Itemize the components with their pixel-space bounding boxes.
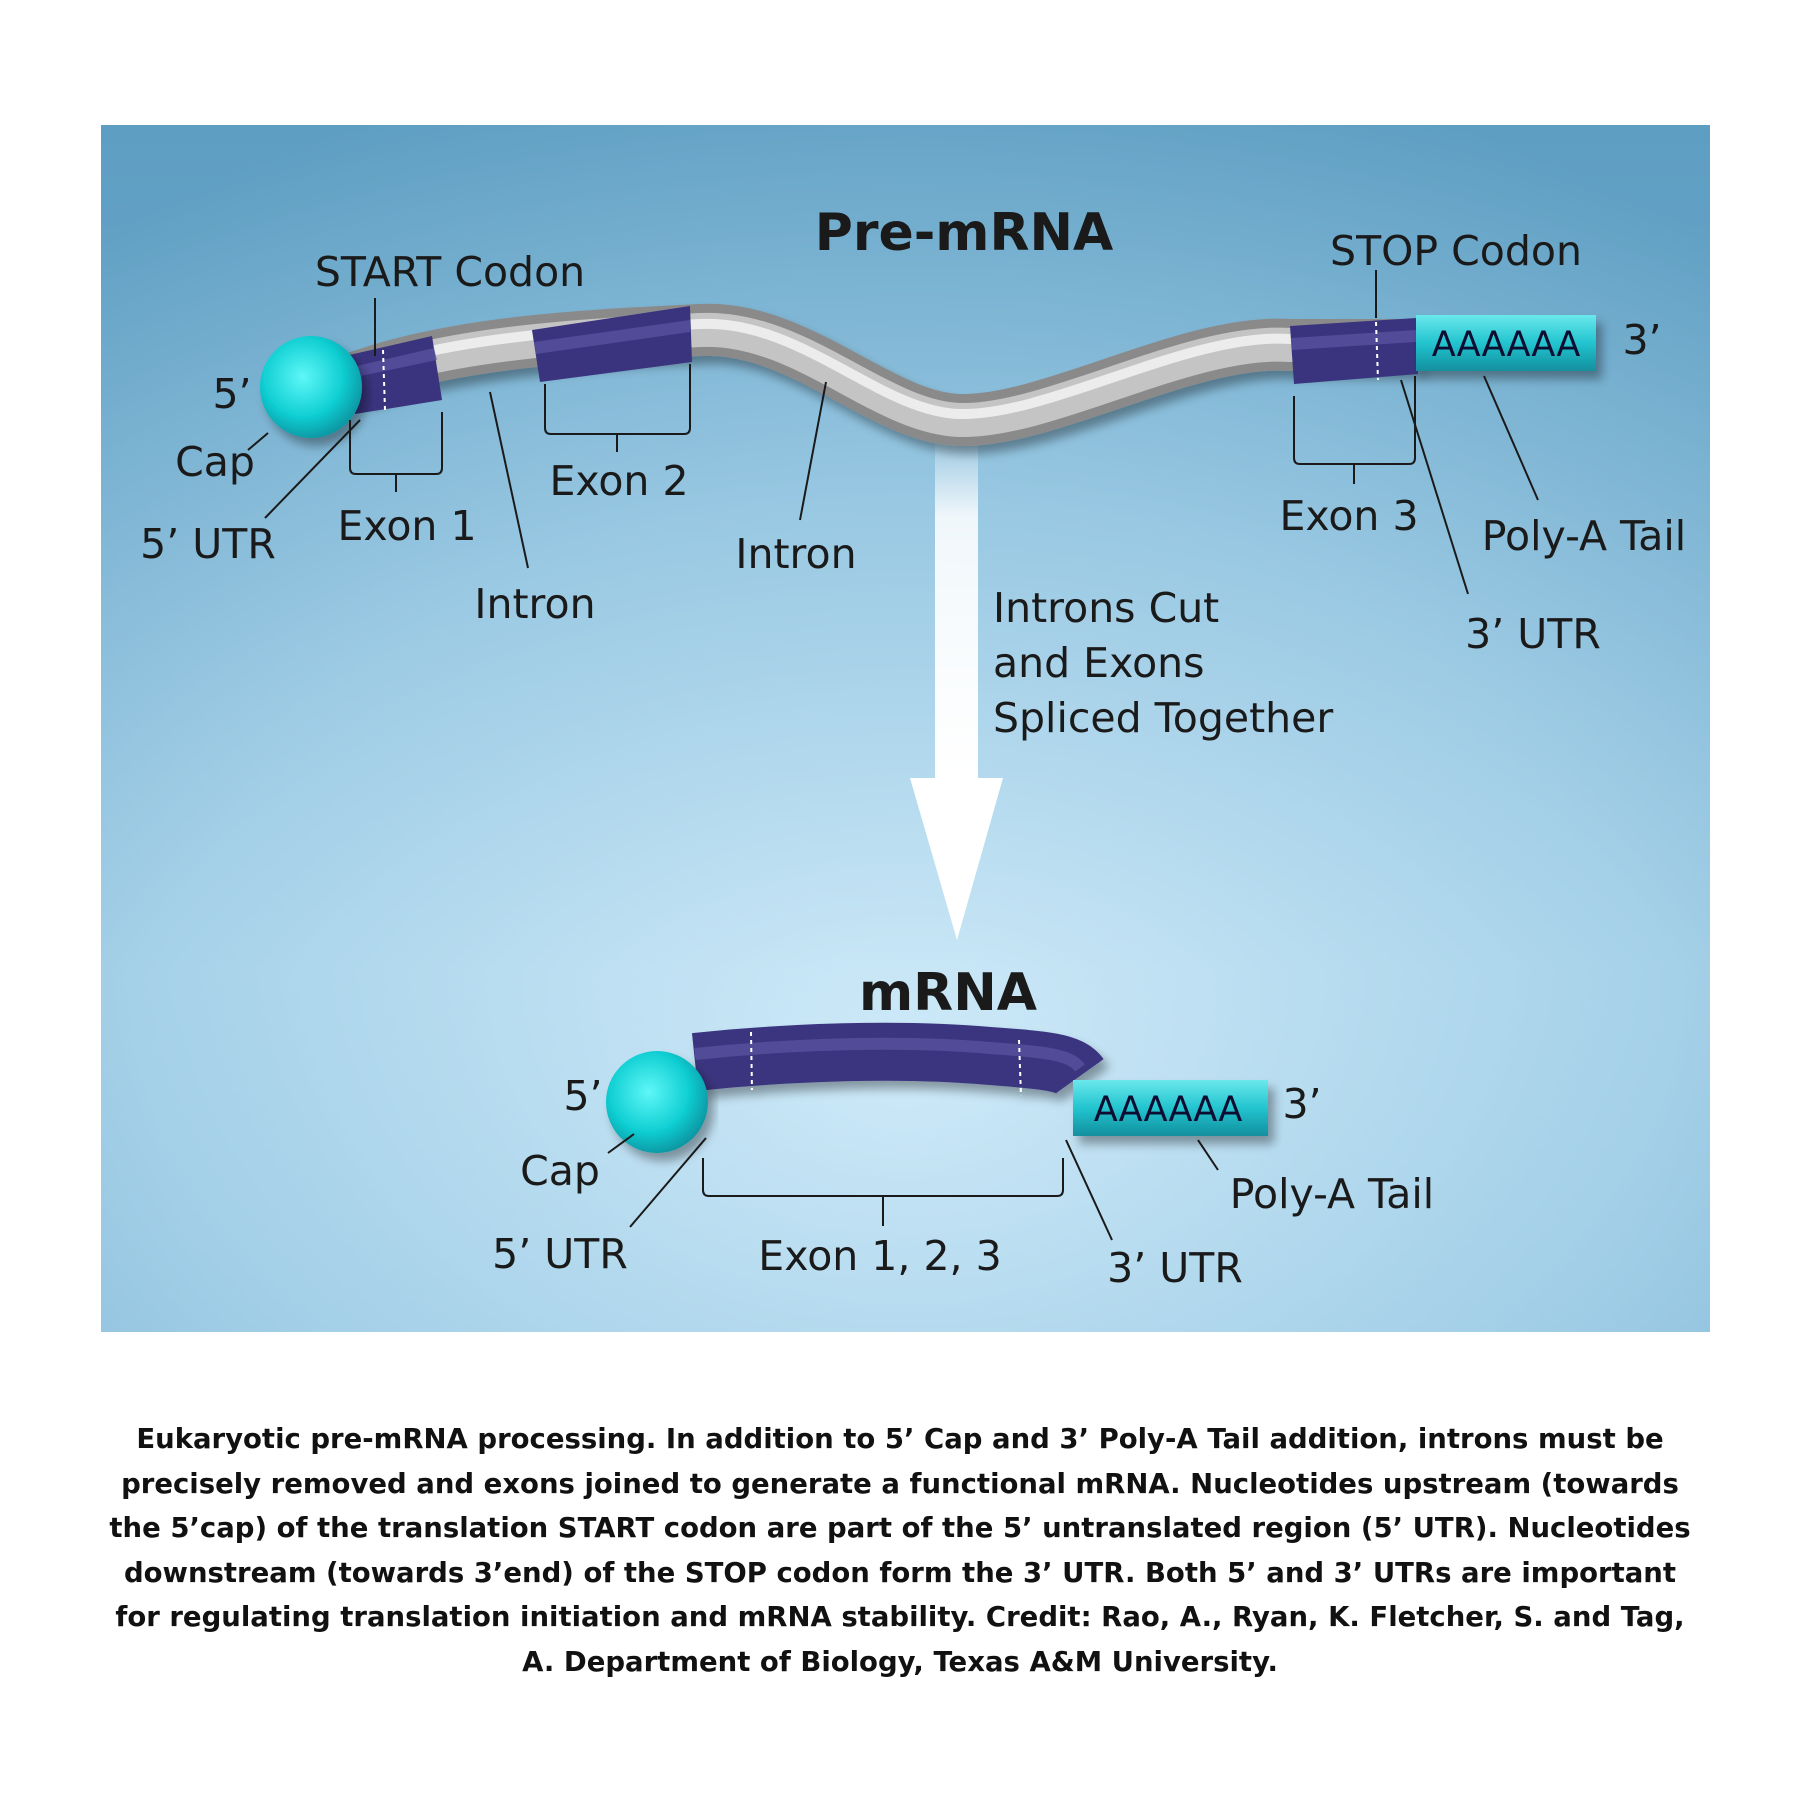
mrna-annotation-lines — [607, 1133, 1219, 1241]
premrna-exon-3 — [1290, 318, 1418, 384]
premrna-exon-2-label: Exon 2 — [549, 457, 688, 505]
mrna-cap-icon — [606, 1051, 708, 1153]
process-label-line-3: Spliced Together — [993, 694, 1333, 742]
mrna-title: mRNA — [859, 963, 1037, 1023]
premrna-exon-3-label: Exon 3 — [1279, 492, 1418, 540]
premrna-exon-1 — [345, 336, 442, 414]
premrna-cap-label: Cap — [175, 438, 255, 486]
mrna-five-utr-label: 5’ UTR — [492, 1230, 628, 1278]
premrna-five-prime-label: 5’ — [212, 370, 251, 418]
premrna-five-utr-label: 5’ UTR — [140, 520, 276, 568]
process-label-line-2: and Exons — [993, 639, 1205, 687]
mrna-poly-a-tail: AAAAAA — [1073, 1080, 1268, 1136]
premrna-title: Pre-mRNA — [815, 203, 1114, 263]
diagram-glow — [101, 125, 1710, 1332]
premrna-poly-a-tail: AAAAAA — [1416, 315, 1596, 371]
mrna-three-prime-label: 3’ — [1282, 1080, 1321, 1128]
premrna-start-codon-label: START Codon — [315, 248, 585, 296]
premrna-poly-a-tail-label: Poly-A Tail — [1482, 512, 1686, 560]
mrna-cap-label: Cap — [520, 1147, 600, 1195]
premrna-annotation-lines — [247, 270, 1539, 595]
premrna-tail-sequence: AAAAAA — [1432, 325, 1581, 365]
process-label-line-1: Introns Cut — [993, 584, 1219, 632]
premrna-three-utr-label: 3’ UTR — [1465, 610, 1601, 658]
mrna-exons-label: Exon 1, 2, 3 — [758, 1232, 1001, 1280]
mrna-tail-sequence: AAAAAA — [1094, 1090, 1243, 1130]
premrna-stop-codon-label: STOP Codon — [1330, 227, 1582, 275]
premrna-intron-1-label: Intron — [474, 580, 595, 628]
mrna-processing-diagram: AAAAAA Pre-mRNA START Codon STOP Codon 5… — [101, 125, 1710, 1332]
mrna-three-utr-label: 3’ UTR — [1107, 1244, 1243, 1292]
premrna-exon-1-label: Exon 1 — [337, 502, 476, 550]
mrna-poly-a-tail-label: Poly-A Tail — [1230, 1170, 1434, 1218]
premrna-cap-icon — [260, 336, 362, 438]
splicing-arrow — [910, 430, 1003, 940]
premrna-strand — [346, 303, 1420, 446]
premrna-three-prime-label: 3’ — [1622, 316, 1661, 364]
mrna-strand — [691, 1022, 1104, 1097]
premrna-exon-2 — [532, 306, 692, 382]
premrna-intron-2-label: Intron — [735, 530, 856, 578]
mrna-five-prime-label: 5’ — [563, 1072, 602, 1120]
figure-caption: Eukaryotic pre-mRNA processing. In addit… — [109, 1423, 1691, 1678]
